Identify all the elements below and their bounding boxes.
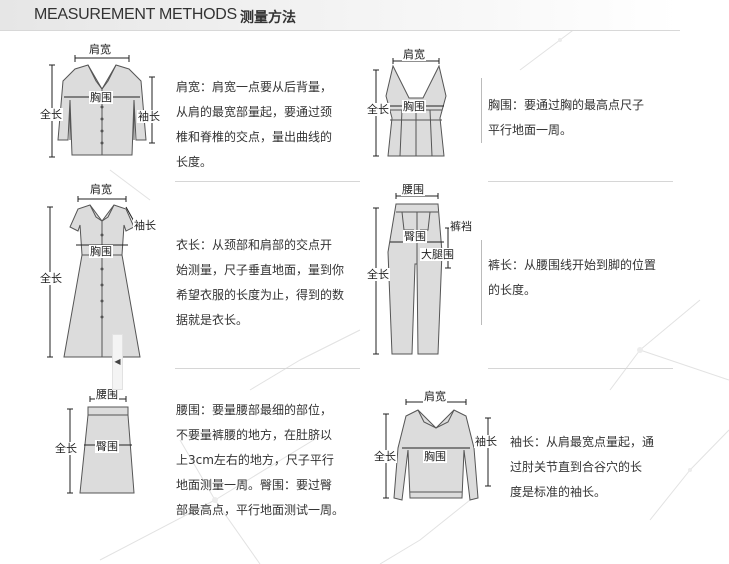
pants-thigh-label: 大腿围 [420,248,455,261]
pants-hip-label: 臀围 [403,230,427,243]
vest-chest-label: 胸围 [402,100,426,113]
sweater-sleeve-label: 袖长 [474,435,498,448]
scroll-left-button[interactable]: ◀ [112,334,123,390]
jacket-description: 肩宽：肩宽一点要从后背量，从肩的最宽部量起，要通过颈椎和脊椎的交点，量出曲线的长… [176,80,333,169]
divider-row2-left [175,368,360,369]
sweater-shoulder-label: 肩宽 [423,390,447,403]
skirt-hip-label: 臀围 [95,440,119,453]
pants-waist-label: 腰围 [401,183,425,196]
skirt-waist-label: 腰围 [95,388,119,401]
sweater-length-label: 全长 [373,450,397,463]
title-english: MEASUREMENT METHODS [34,6,237,23]
jacket-chest-label: 胸围 [89,91,113,104]
divider-vertical-2 [481,240,482,325]
skirt-description: 腰围：要量腰部最细的部位，不要量裤腰的地方，在肚脐以上3cm左右的地方，尺子平行… [176,403,345,517]
pants-length-label: 全长 [366,268,390,281]
sweater-chest-label: 胸围 [423,450,447,463]
vest-length-label: 全长 [366,103,390,116]
vest-description: 胸围：要通过胸的最高点尺子平行地面一周。 [488,98,645,137]
pants-description: 裤长：从腰围线开始到脚的位置的长度。 [488,258,657,297]
title-chinese: 测量方法 [240,10,296,26]
divider-vertical-1 [481,78,482,143]
jacket-shoulder-label: 肩宽 [88,43,112,56]
divider-row1-right [488,181,673,182]
dress-chest-label: 胸围 [89,245,113,258]
dress-shoulder-label: 肩宽 [89,183,113,196]
header-bar: MEASUREMENT METHODS 测量方法 [0,0,680,31]
dress-sleeve-label: 袖长 [133,219,157,232]
pants-crotch-label: 裤裆 [449,220,473,233]
vest-shoulder-label: 肩宽 [402,48,426,61]
skirt-length-label: 全长 [54,442,78,455]
jacket-length-label: 全长 [39,108,63,121]
sweater-description: 袖长：从肩最宽点量起，通过肘关节直到合谷穴的长度是标准的袖长。 [510,435,655,499]
divider-row1-left [175,181,360,182]
jacket-sleeve-label: 袖长 [137,110,161,123]
dress-length-label: 全长 [39,272,63,285]
dress-description: 衣长：从颈部和肩部的交点开始测量，尺子垂直地面，量到你希望衣服的长度为止，得到的… [176,238,345,327]
divider-row2-right [488,368,673,369]
dress-figure [47,196,141,358]
